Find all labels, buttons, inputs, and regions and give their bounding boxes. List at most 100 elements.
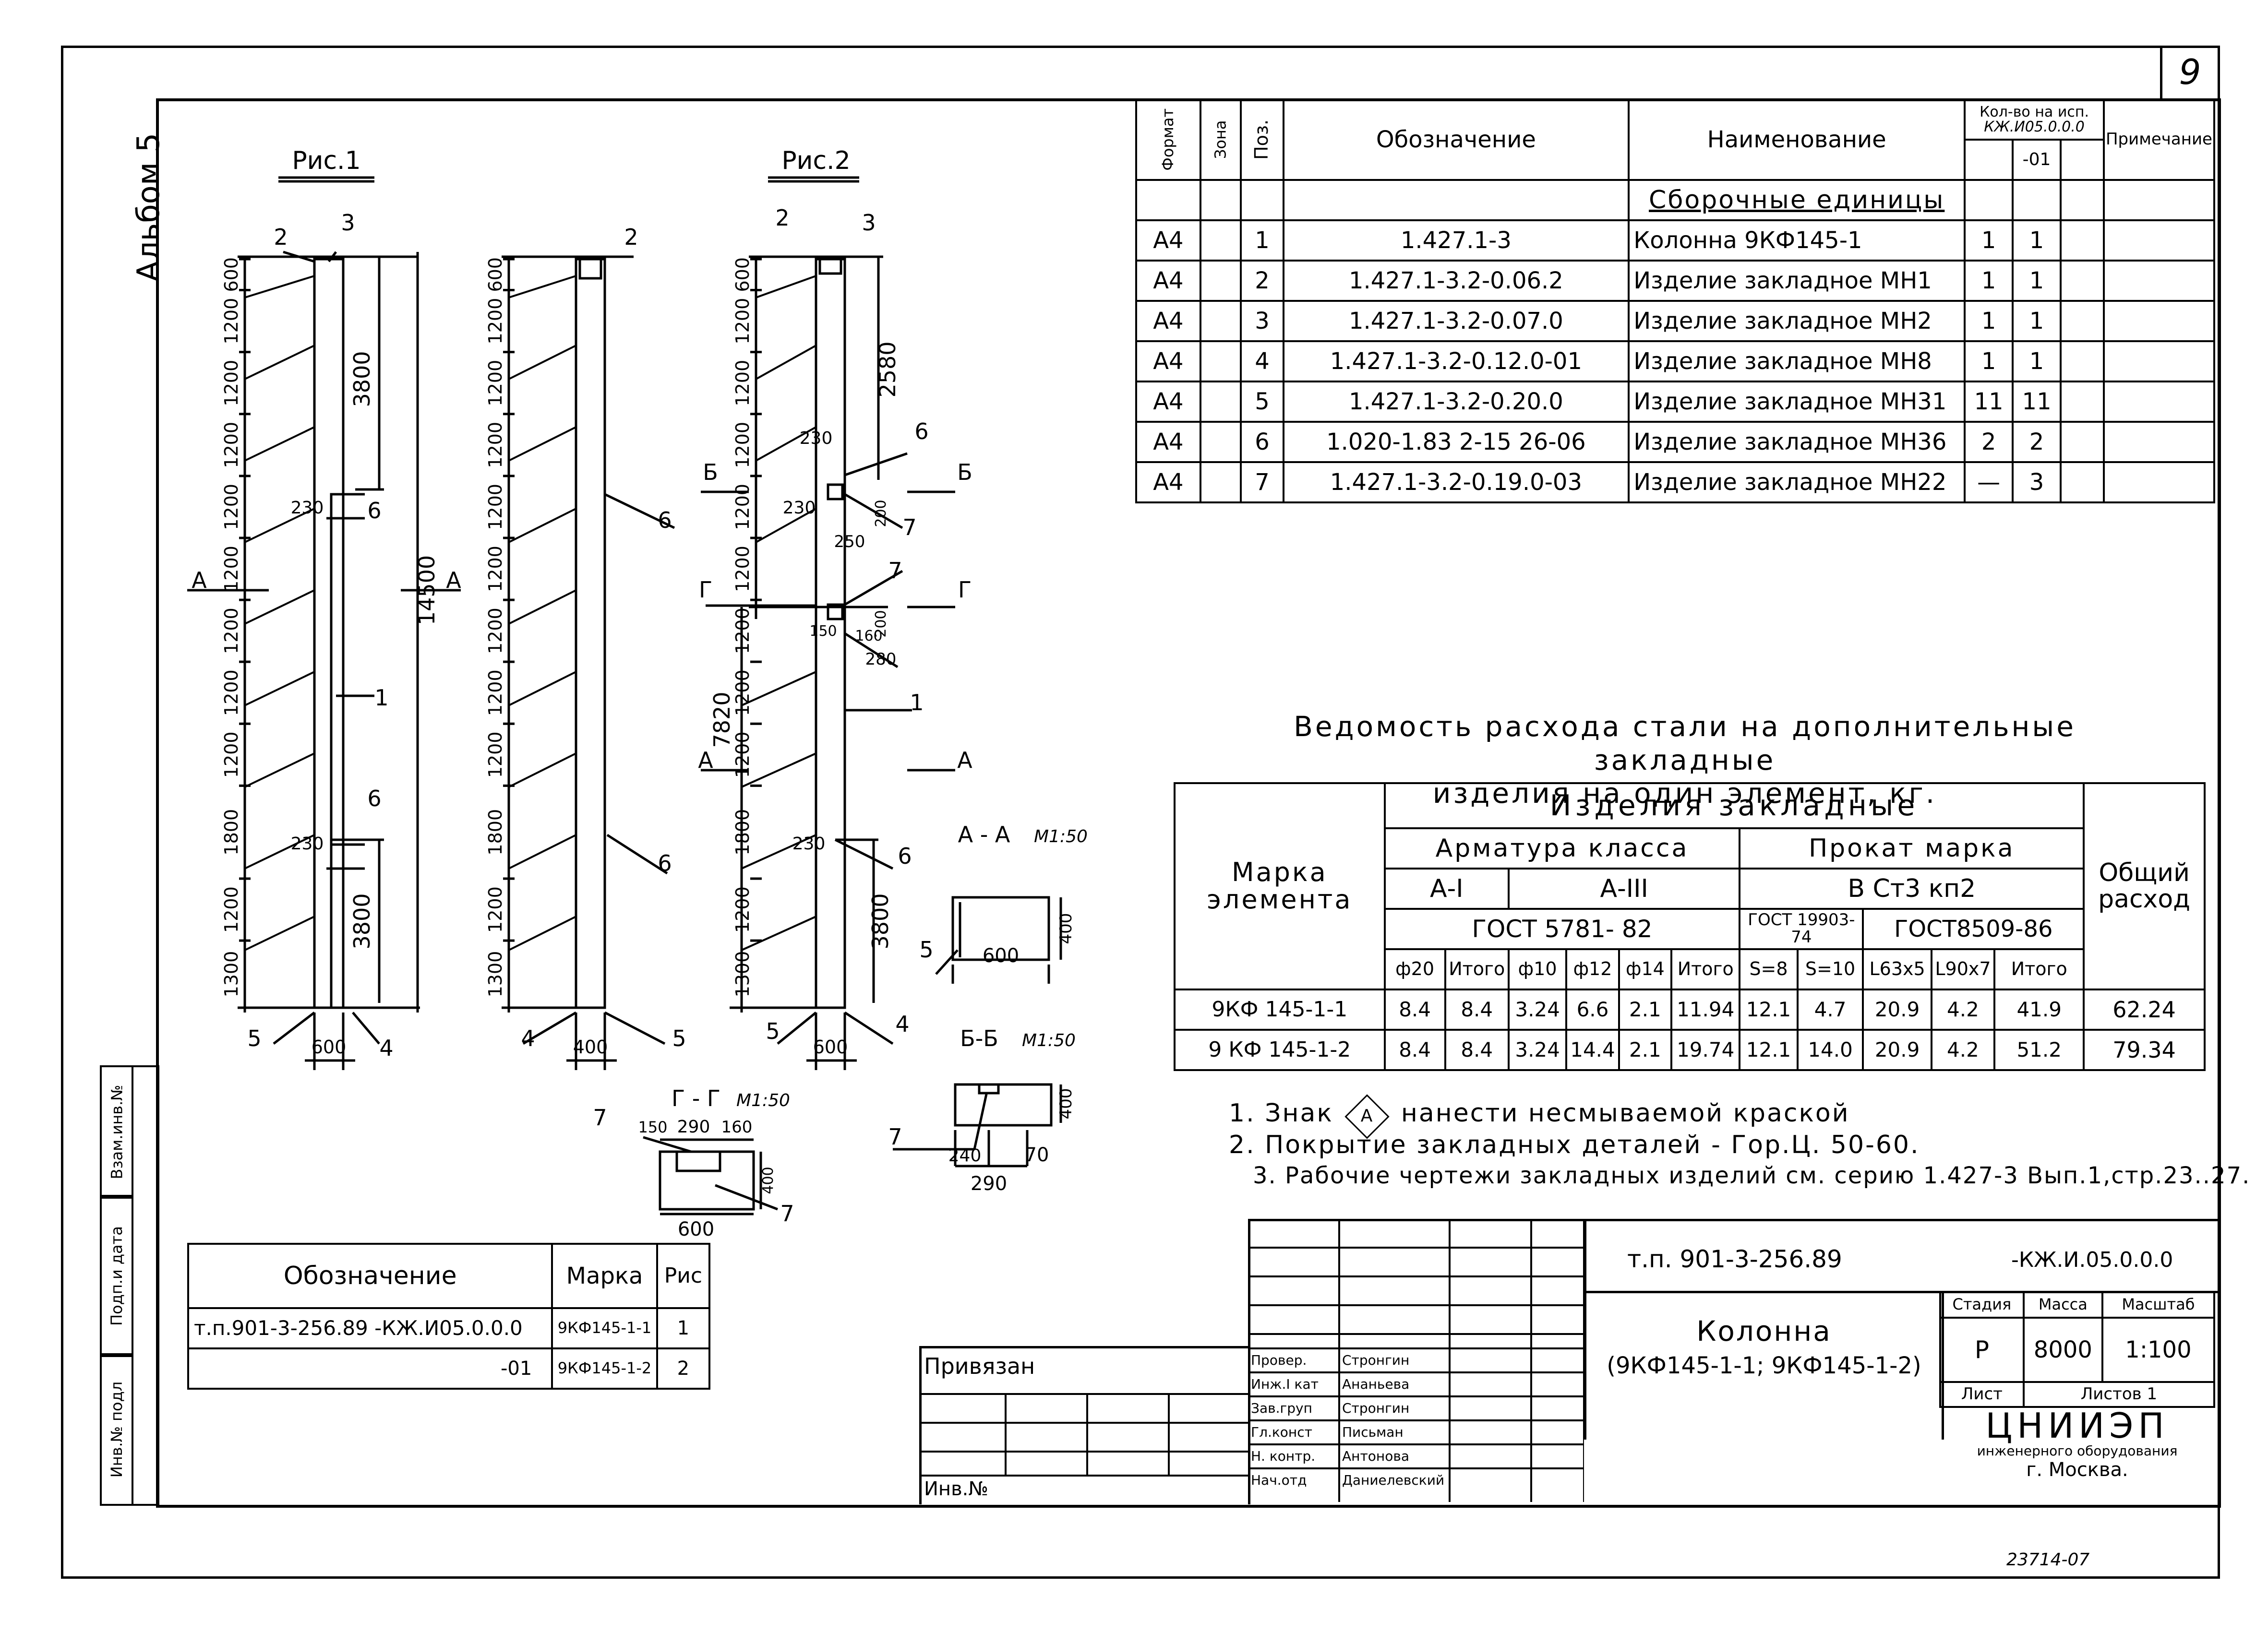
fig1-pos3: 3 [341,210,355,236]
spec-name: Изделие закладное МН22 [1628,461,1966,503]
spec-pos: 6 [1240,421,1284,463]
section-bb-scale: М1:50 [1022,1031,1076,1050]
org-name: ЦНИИЭП [1985,1406,2169,1446]
spec-empty-cell [2102,340,2216,382]
section-bb-pos: 7 [888,1124,902,1150]
spec-empty-cell [2102,461,2216,503]
spacing-dim-label: 600 [221,257,242,292]
spec-name: Изделие закладное МН36 [1628,421,1966,463]
steel-header-arm: Арматура класса [1383,827,1741,870]
spec-designation: 1.427.1-3 [1282,219,1630,262]
section-bb-height: 400 [1056,1088,1076,1120]
steel-header-gost19903: ГОСТ 19903-74 [1739,908,1864,950]
spec-name: Изделие закладное МН1 [1628,260,1966,302]
spec-header-format: Формат [1159,108,1177,171]
spec-format: А4 [1135,340,1201,382]
steel-row-value: 20.9 [1862,989,1932,1031]
section-bb-d1: 240 [948,1146,982,1166]
steel-header-gost8509: ГОСТ8509-86 [1862,908,2085,950]
steel-row-mark: 9 КФ 145-1-2 [1174,1029,1386,1071]
fig2-pos7b: 7 [888,558,902,584]
fig2-section-g-right: Г [958,577,972,603]
fig1-pos5: 5 [247,1025,261,1051]
steel-row-total: 79.34 [2083,1029,2206,1071]
section-gg-title: Г - Г [672,1085,720,1111]
fig1-title: Рис.1 [292,146,360,175]
section-aa-width: 600 [983,945,1019,967]
fig1b-pos6a: 6 [658,507,672,533]
section-aa-title: А - А [958,822,1010,847]
title-name: Колонна [1696,1315,1832,1347]
column-drawings: Рис.1 Рис.2 6001200120012001200120012001… [187,146,1088,1240]
spacing-dim-label: 1200 [732,886,753,933]
spec-header-qty-label: Кол-во на исп. [1980,103,2089,120]
spacing-dim-label: 1200 [732,360,753,406]
stage-value: Р [1939,1317,2025,1383]
title-code-2: -КЖ.И.05.0.0.0 [2011,1248,2173,1272]
fig2-dim-230c: 230 [792,834,826,854]
fig1-pos6b: 6 [367,786,381,811]
spec-qty-01: 1 [2012,260,2062,302]
privyazan-block [919,1346,1250,1504]
fig2-dim-230b: 230 [783,498,816,518]
steel-col-header: ф14 [1618,948,1673,990]
note-2: 2. Покрытие закладных деталей - Гор.Ц. 5… [1229,1131,1920,1159]
side-strip-blank [130,1065,159,1506]
steel-row-total: 62.24 [2083,989,2206,1031]
section-gg-height: 400 [760,1167,777,1194]
section-gg-scale: М1:50 [736,1091,790,1110]
spec-pos: 1 [1240,219,1284,262]
steel-row-value: 8.4 [1383,989,1446,1031]
spec-qty: 1 [1964,219,2014,262]
fig2-dim-150: 150 [809,623,837,640]
steel-row-value: 2.1 [1618,1029,1673,1071]
side-vzam-inv-text: Взам.инв.№ [108,1084,126,1179]
steel-row-value: 11.94 [1670,989,1741,1031]
spec-empty-cell [1199,219,1242,262]
spec-header-qty: Кол-во на исп.КЖ.И05.0.0.0 [1964,98,2105,141]
spacing-dim-label: 1200 [485,731,506,778]
steel-col-header: ф12 [1565,948,1620,990]
mass-header: Масса [2022,1291,2103,1319]
steel-col-header: Итого [1444,948,1510,990]
fig1-section-a-left: А [192,567,207,593]
section-gg-width: 600 [678,1218,714,1240]
spec-empty-cell [2060,421,2105,463]
fig1-dim-total: 14500 [414,555,440,625]
spacing-dim-label: 1200 [485,422,506,468]
spec-format: А4 [1135,300,1201,342]
fig2-dim-200b: 200 [873,610,889,637]
spacing-dim-label: 1200 [485,669,506,716]
spec-empty-cell [1199,381,1242,423]
spec-name: Колонна 9КФ145-1 [1628,219,1966,262]
steel-col-header: ф20 [1383,948,1446,990]
fig2-section-b-left: Б [703,459,718,485]
marks-row2-designation: -01 [187,1347,553,1390]
steel-header-total: Общий расход [2083,782,2206,990]
footer-stamp: 23714-07 [2006,1550,2090,1570]
spacing-dim-label: 600 [732,257,753,292]
spacing-dim-label: 1200 [221,886,242,933]
steel-header-a1: А-I [1383,868,1510,910]
steel-row-value: 8.4 [1444,989,1510,1031]
fig2-section-a-right: А [957,747,972,773]
notes: 1. Знак А нанести несмываемой краской 2.… [1229,1094,2250,1194]
fig2-title: Рис.2 [781,146,850,175]
spacing-dim-label: 1200 [485,298,506,345]
fig2-pos1: 1 [910,690,924,715]
scale-value: 1:100 [2101,1317,2216,1383]
spacing-dim-label: 1300 [732,951,753,998]
section-gg-shape [659,1150,755,1211]
spacing-dim-label: 1200 [221,608,242,654]
note-1-end: нанести несмываемой краской [1401,1099,1850,1128]
spec-empty-cell [2060,340,2105,382]
steel-title-line1: Ведомость расхода стали на дополнительны… [1294,710,2076,776]
steel-row-value: 8.4 [1444,1029,1510,1071]
steel-col-header: S=10 [1796,948,1864,990]
